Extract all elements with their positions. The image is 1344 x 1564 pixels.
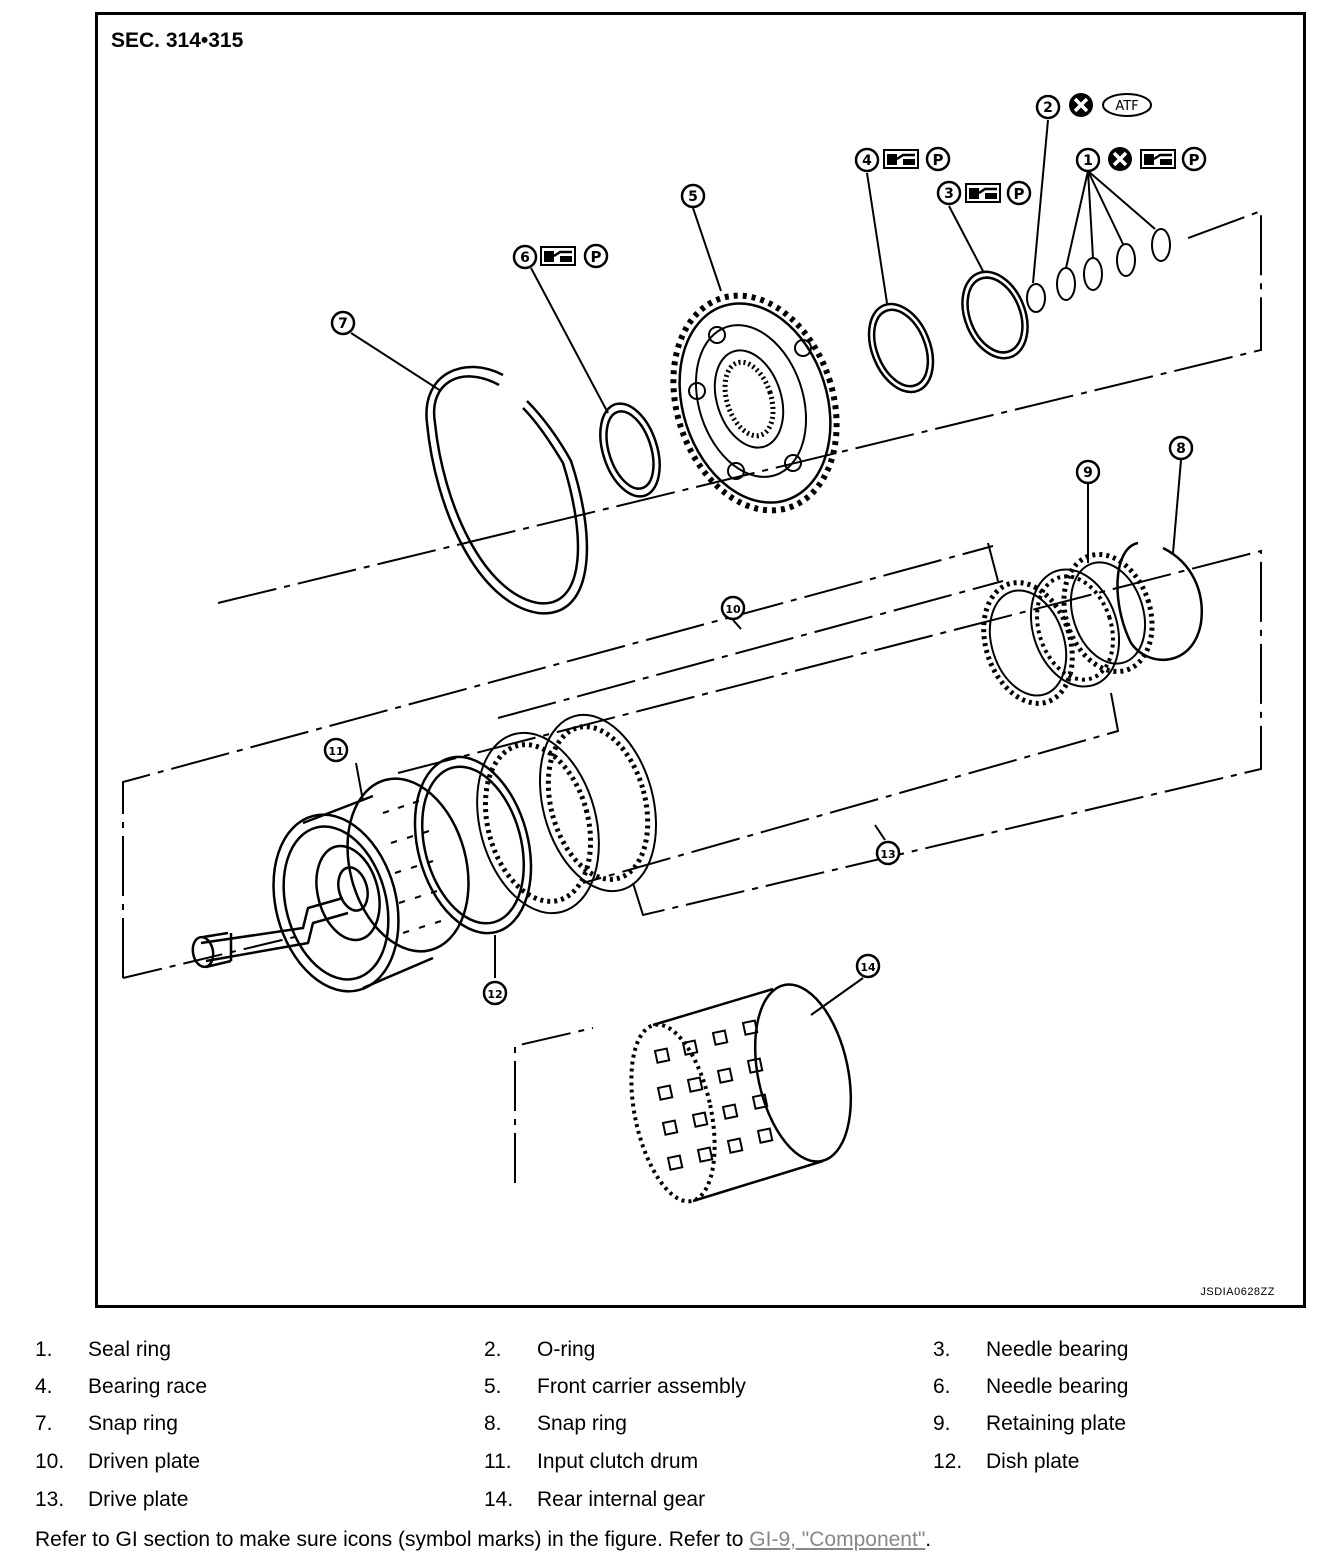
- exploded-view-figure: SEC. 314•315 JSDIA0628ZZ: [95, 12, 1306, 1308]
- callout-7: 7: [330, 310, 356, 336]
- footnote-text: Refer to GI section to make sure icons (…: [35, 1528, 750, 1551]
- callout-label: 8: [1176, 441, 1186, 457]
- p-mark-letters: P P P P: [591, 151, 1200, 266]
- callout-6: 6: [512, 244, 538, 270]
- oil-icon: [964, 182, 1002, 204]
- callout-label: 6: [520, 250, 530, 266]
- seal-rings-1: [1056, 228, 1171, 301]
- p-mark-label: P: [1014, 185, 1025, 203]
- legend-number: 2.: [484, 1338, 502, 1361]
- p-mark-label: P: [591, 248, 602, 266]
- callout-label: 11: [328, 745, 343, 758]
- legend-part-name: Seal ring: [88, 1338, 171, 1361]
- legend-number: 13.: [35, 1488, 65, 1511]
- symbol-marks: ATF: [539, 91, 1207, 269]
- legend-part-name: Bearing race: [88, 1375, 208, 1398]
- legend-part-name: Needle bearing: [986, 1338, 1129, 1361]
- legend-number: 11.: [484, 1450, 512, 1473]
- atf-badge: ATF: [1102, 93, 1152, 117]
- callout-label: 9: [1083, 465, 1093, 481]
- callout-label: 1: [1083, 153, 1093, 169]
- legend-part-name: Driven plate: [88, 1450, 201, 1473]
- legend-part-name: O-ring: [537, 1338, 596, 1361]
- callout-5: 5: [680, 183, 706, 209]
- snap-ring-7: [425, 365, 589, 615]
- assembly-axis-lines: [122, 209, 1262, 1183]
- dish-plate-12: [413, 755, 533, 935]
- callout-10: 10: [720, 595, 746, 621]
- input-clutch-drum-11: [191, 777, 470, 993]
- legend-part-name: Snap ring: [537, 1412, 627, 1435]
- oil-icon: [539, 245, 577, 267]
- callout-label: 5: [688, 189, 698, 205]
- legend-number: 3.: [933, 1338, 951, 1361]
- callout-14: 14: [855, 953, 881, 979]
- o-ring-2: [1026, 283, 1046, 313]
- callout-3: 3: [936, 180, 962, 206]
- legend-part-name: Rear internal gear: [537, 1488, 706, 1511]
- needle-bearing-6: [599, 402, 661, 498]
- callout-8: 8: [1168, 435, 1194, 461]
- legend-part-name: Needle bearing: [986, 1375, 1129, 1398]
- no-reuse-icon: [1067, 91, 1095, 119]
- oil-icon: [882, 148, 920, 170]
- legend-part-name: Dish plate: [986, 1450, 1080, 1473]
- no-reuse-icon: [1106, 145, 1134, 173]
- callout-11: 11: [323, 737, 349, 763]
- callout-9: 9: [1075, 459, 1101, 485]
- legend-number: 8.: [484, 1412, 502, 1435]
- callout-2: 2: [1035, 94, 1061, 120]
- legend-part-name: Input clutch drum: [537, 1450, 699, 1473]
- snap-ring-8: [1116, 541, 1203, 661]
- section-title: SEC. 314•315: [111, 29, 244, 52]
- parts-legend: 1. Seal ring 2. O-ring 3. Needle bearing 4. Bea…: [0, 1335, 1344, 1525]
- leader-lines: [350, 119, 1182, 1016]
- legend-number: 12.: [933, 1450, 963, 1473]
- p-mark-label: P: [1189, 151, 1200, 169]
- legend-number: 6.: [933, 1375, 951, 1398]
- legend-number: 4.: [35, 1375, 53, 1398]
- legend-part-name: Front carrier assembly: [537, 1375, 746, 1398]
- plates-left-group: [476, 713, 658, 915]
- p-mark-label: P: [933, 151, 944, 169]
- legend-number: 9.: [933, 1412, 951, 1435]
- component-reference-link[interactable]: GI-9, "Component": [749, 1528, 926, 1551]
- front-carrier-assembly-5: [670, 292, 840, 514]
- callout-13: 13: [875, 840, 901, 866]
- legend-number: 10.: [35, 1450, 65, 1473]
- callout-label: 3: [944, 186, 954, 202]
- legend-number: 5.: [484, 1375, 502, 1398]
- callout-label: 14: [860, 961, 876, 974]
- oil-icon: [1139, 148, 1177, 170]
- legend-number: 1.: [35, 1338, 53, 1361]
- bearing-race-4: [867, 302, 935, 394]
- callout-label: 13: [880, 848, 895, 861]
- footnote: Refer to GI section to make sure icons (…: [35, 1525, 931, 1555]
- needle-bearing-3: [961, 270, 1029, 360]
- callout-1: 1: [1075, 147, 1101, 173]
- legend-number: 14.: [484, 1488, 514, 1511]
- callout-label: 2: [1043, 100, 1053, 116]
- callout-12: 12: [482, 980, 508, 1006]
- callout-4: 4: [854, 147, 880, 173]
- rear-internal-gear-14: [629, 983, 853, 1204]
- legend-part-name: Snap ring: [88, 1412, 178, 1435]
- legend-part-name: Drive plate: [88, 1488, 189, 1511]
- plates-right-group: [981, 551, 1155, 706]
- footnote-end: .: [925, 1528, 932, 1551]
- callout-label: 12: [487, 988, 502, 1001]
- legend-part-name: Retaining plate: [986, 1412, 1127, 1435]
- callout-label: 7: [338, 316, 348, 332]
- figure-id: JSDIA0628ZZ: [1200, 1286, 1275, 1298]
- legend-number: 7.: [35, 1412, 53, 1435]
- callout-label: 10: [725, 603, 741, 616]
- callout-label: 4: [862, 153, 872, 169]
- svg-text:ATF: ATF: [1115, 99, 1138, 114]
